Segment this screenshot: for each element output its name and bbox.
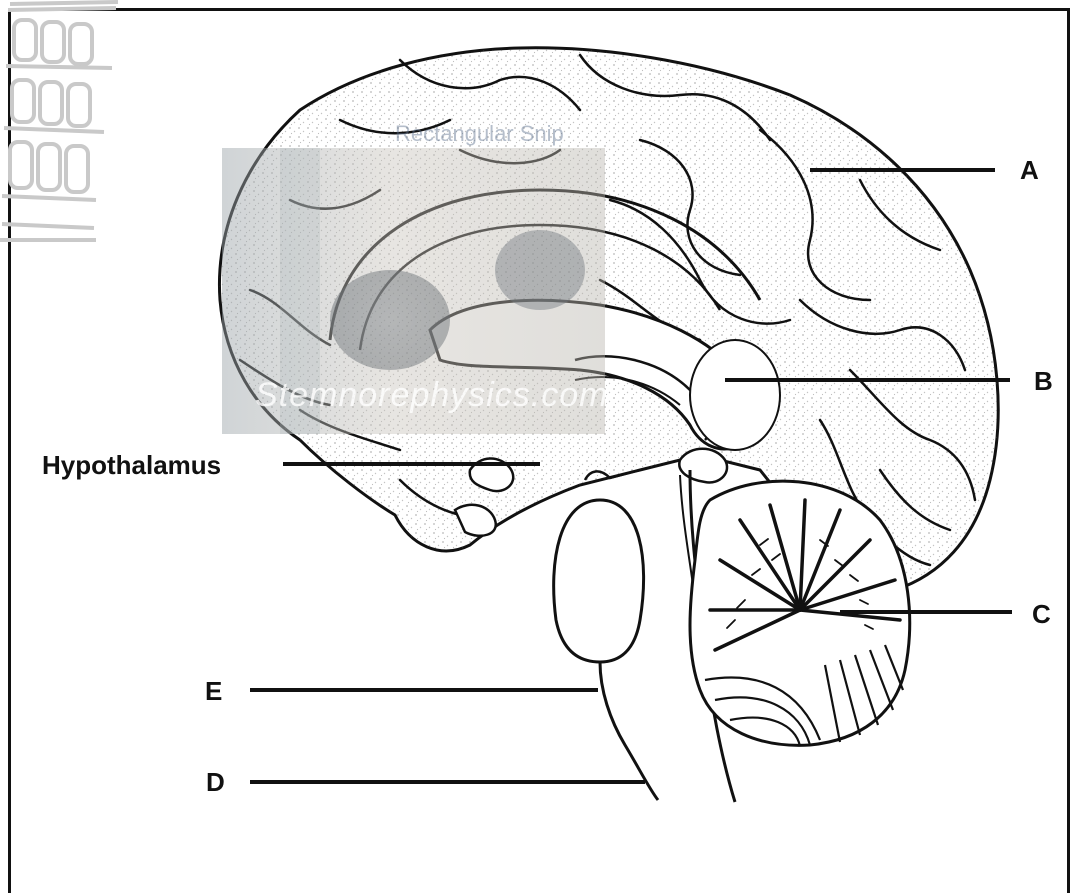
- label-c: C: [1032, 601, 1051, 627]
- watermark-text: Stemnorephysics.com: [255, 378, 608, 412]
- label-b: B: [1034, 368, 1053, 394]
- building-logo-icon: [0, 2, 118, 240]
- snip-tool-text: Rectangular Snip: [395, 123, 564, 145]
- label-a: A: [1020, 157, 1039, 183]
- label-d: D: [206, 769, 225, 795]
- label-hypothalamus: Hypothalamus: [42, 452, 221, 478]
- label-e: E: [205, 678, 222, 704]
